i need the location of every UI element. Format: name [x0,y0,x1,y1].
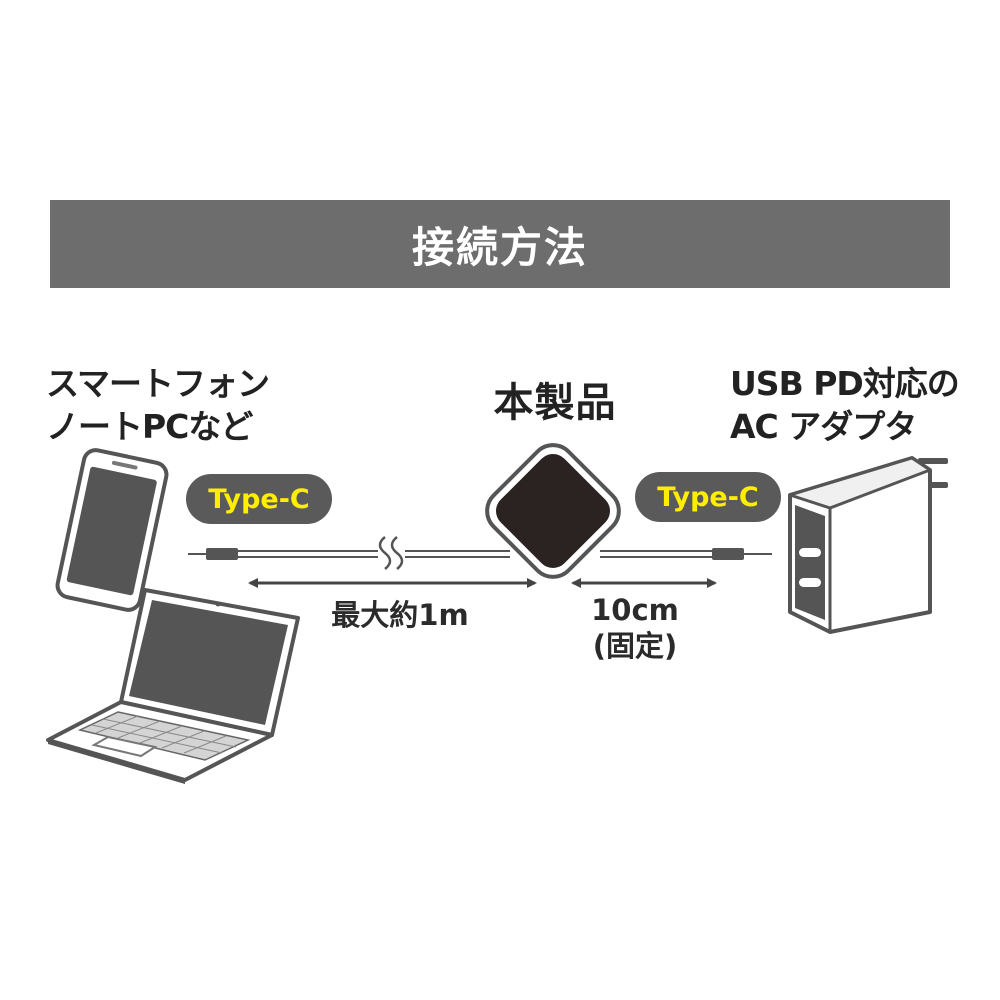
right-usb-c-plug [712,548,744,560]
adapter-usb-c-port-1 [799,548,821,557]
product-label: 本製品 [493,380,617,426]
left-device-line2: ノートPCなど [46,407,253,446]
right-device-line1: USB PD対応の [730,364,960,403]
left-device-line1: スマートフォン [46,364,270,403]
max-length-label: 最大約1m [331,598,469,632]
right-connector-type-badge: Type-C [635,472,781,522]
fixed-length-value: 10cm [591,593,679,627]
fixed-length-note: (固定) [592,629,678,663]
fixed-length-label: 10cm (固定) [570,592,700,664]
right-device-label: USB PD対応の AC アダプタ [730,362,960,448]
title-banner: 接続方法 [50,200,950,288]
adapter-prong-top [918,458,948,464]
laptop-icon [46,588,300,784]
left-usb-c-plug [206,548,238,560]
product-icon [485,443,621,579]
adapter-usb-c-port-2 [799,578,821,587]
ac-adapter-icon [788,456,948,634]
cable-break-mark [378,536,392,570]
cable-assembly [188,536,772,570]
right-device-line2: AC アダプタ [730,407,917,446]
left-device-label: スマートフォン ノートPCなど [46,362,270,448]
left-connector-type-badge: Type-C [186,474,332,524]
smartphone-icon [55,448,169,612]
banner-title: 接続方法 [411,222,588,272]
